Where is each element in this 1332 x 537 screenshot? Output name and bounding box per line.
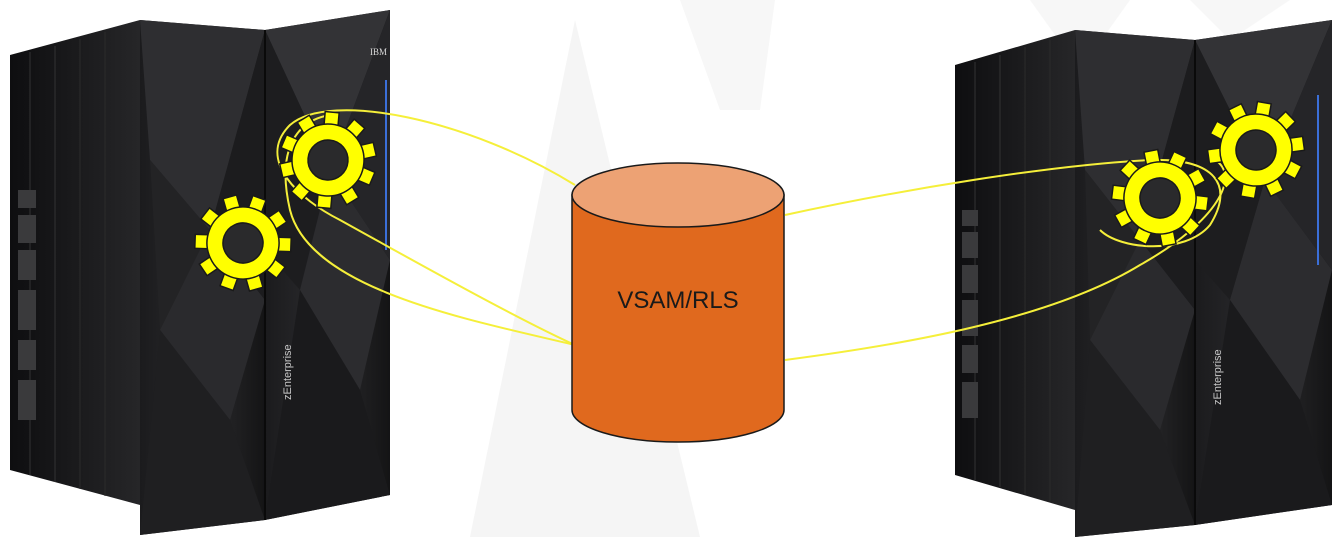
storage-label: VSAM/RLS [617, 287, 738, 314]
link-left-lower [284, 114, 576, 346]
ibm-badge-left: IBM [370, 47, 387, 57]
connections [276, 109, 1227, 361]
cylinder-top [571, 162, 785, 228]
ibm-logo-side-right [962, 210, 978, 418]
gears [194, 100, 1306, 292]
cabinet-side-left [10, 20, 140, 505]
gear-icon-left-upper [278, 110, 378, 210]
cabinet-side-right [955, 30, 1075, 510]
gear-icon-right-upper [1206, 100, 1306, 200]
database-cylinder-icon: VSAM/RLS [571, 162, 785, 443]
gear-icon-right-lower [1110, 148, 1210, 248]
gear-icon-left-lower [194, 194, 292, 292]
mainframe-right: zEnterprise [955, 20, 1332, 537]
cylinder-body [571, 194, 785, 443]
zenterprise-label-right: zEnterprise [1212, 349, 1224, 405]
link-right-lower [784, 159, 1227, 361]
ibm-logo-side [18, 190, 36, 420]
mainframe-left: zEnterprise IBM [10, 10, 390, 535]
zenterprise-label-left: zEnterprise [282, 344, 294, 400]
